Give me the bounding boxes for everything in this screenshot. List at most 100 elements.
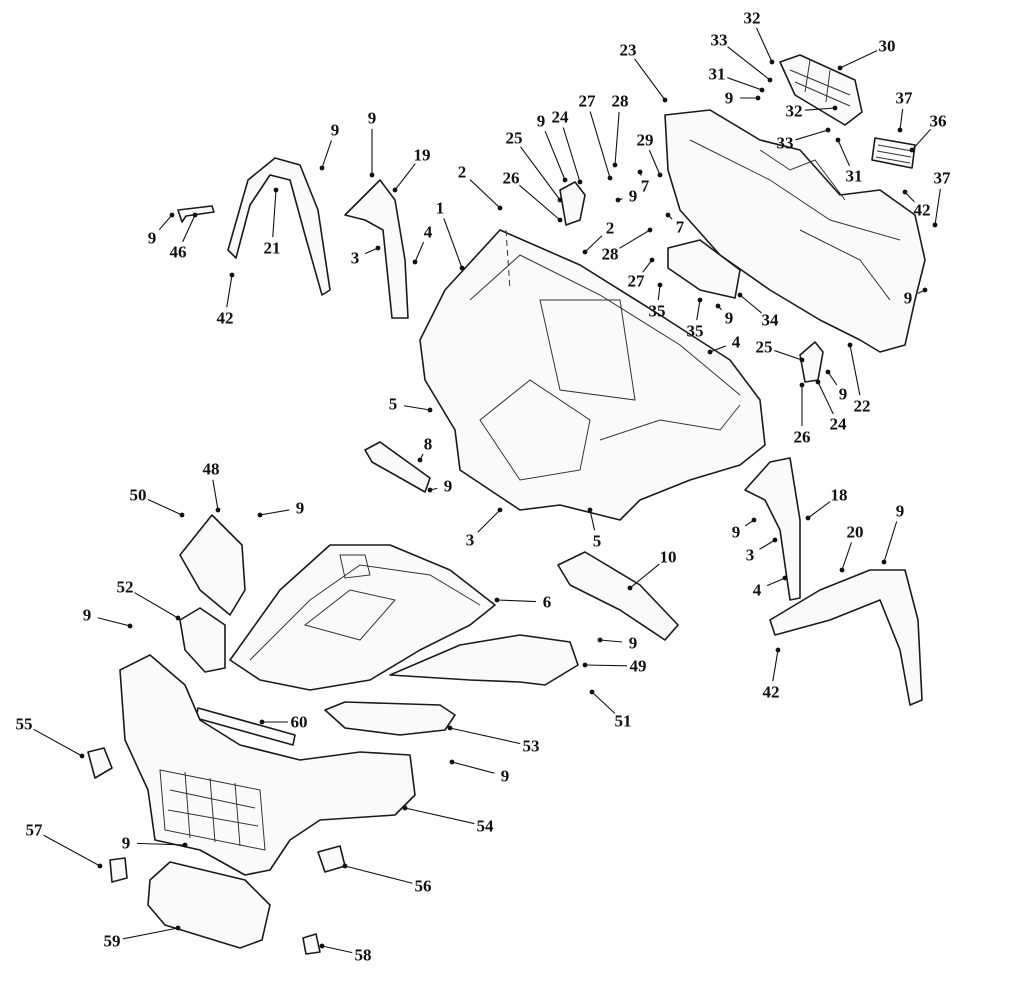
part-right-fender-18 — [744, 457, 801, 601]
part-left-side-panel — [344, 179, 409, 319]
part-front-rack — [779, 54, 863, 126]
callout-33a: 33 — [710, 30, 728, 50]
leader-line-24b — [817, 381, 834, 415]
leader-line-4a — [414, 241, 425, 263]
part-58 — [302, 933, 321, 955]
leader-line-27a — [589, 111, 611, 179]
part-panel-49 — [389, 634, 579, 686]
callout-19: 19 — [413, 145, 431, 165]
leader-line-37a — [899, 108, 904, 131]
callout-9i: 9 — [443, 476, 453, 496]
callout-7b: 7 — [675, 217, 685, 237]
callout-9q: 9 — [903, 288, 913, 308]
part-main-front-body — [419, 229, 766, 521]
callout-48: 48 — [202, 459, 220, 479]
callout-5a: 5 — [388, 394, 398, 414]
leader-line-25b — [774, 350, 803, 361]
leader-line-29 — [648, 149, 661, 176]
part-56 — [317, 845, 346, 873]
callout-55: 55 — [15, 714, 33, 734]
leader-line-23 — [634, 58, 666, 101]
leader-line-10 — [629, 563, 660, 589]
callout-24a: 24 — [551, 107, 569, 127]
leader-line-1 — [443, 218, 463, 269]
callout-50: 50 — [129, 485, 147, 505]
callout-32b: 32 — [785, 101, 803, 121]
callout-26a: 26 — [502, 168, 520, 188]
callout-10: 10 — [659, 547, 677, 567]
part-hood — [229, 544, 496, 691]
callout-25a: 25 — [505, 128, 523, 148]
leader-line-9k — [744, 519, 755, 527]
leader-line-32a — [756, 27, 773, 63]
leader-line-30 — [839, 50, 878, 69]
leader-line-31a — [727, 77, 763, 91]
callout-9b: 9 — [330, 120, 340, 140]
leader-line-9o — [451, 761, 495, 774]
leader-line-59 — [122, 927, 179, 940]
leader-line-28a — [614, 111, 620, 166]
grille-mesh — [159, 769, 266, 851]
leader-line-36 — [911, 128, 932, 151]
callout-2a: 2 — [457, 162, 467, 182]
callout-52: 52 — [116, 577, 134, 597]
part-left-fender — [227, 157, 331, 296]
callout-9g: 9 — [724, 308, 734, 328]
callout-27a: 27 — [578, 91, 596, 111]
leader-line-9g — [717, 305, 722, 311]
callout-56: 56 — [414, 876, 432, 896]
leader-line-42b — [904, 191, 915, 203]
leader-line-9b — [321, 140, 332, 169]
leader-line-3c — [759, 539, 776, 550]
leader-line-57 — [43, 834, 101, 867]
callout-42c: 42 — [762, 682, 780, 702]
leader-line-53 — [449, 727, 521, 745]
callout-57: 57 — [25, 820, 43, 840]
leader-line-25a — [520, 146, 561, 201]
leader-line-9n — [599, 639, 623, 643]
callout-46: 46 — [169, 242, 187, 262]
leader-line-9i — [429, 487, 438, 491]
callout-9d: 9 — [536, 111, 546, 131]
callout-53: 53 — [522, 736, 540, 756]
leader-line-7b — [667, 214, 673, 220]
leader-line-56 — [344, 865, 413, 884]
callout-59: 59 — [103, 931, 121, 951]
part-light-52 — [179, 607, 226, 673]
part-vent-grille — [871, 137, 916, 169]
callout-6: 6 — [542, 592, 552, 612]
leader-line-51 — [591, 691, 616, 714]
leader-line-9d — [544, 130, 566, 181]
leader-line-32b — [804, 107, 836, 111]
callout-9p: 9 — [121, 833, 131, 853]
leader-line-42a — [226, 274, 233, 308]
callout-9f: 9 — [724, 88, 734, 108]
part-skid-plate-59 — [147, 861, 271, 949]
callout-58: 58 — [354, 945, 372, 965]
callout-1: 1 — [435, 198, 445, 218]
callout-49: 49 — [629, 656, 647, 676]
callout-9m: 9 — [82, 605, 92, 625]
callout-34: 34 — [761, 310, 779, 330]
callout-42b: 42 — [913, 200, 931, 220]
leader-line-26a — [518, 184, 561, 221]
part-rear-dash-panel — [664, 109, 926, 353]
callout-25b: 25 — [755, 337, 773, 357]
leader-line-33b — [795, 129, 829, 141]
leader-line-3b — [477, 509, 501, 533]
callout-9l: 9 — [895, 501, 905, 521]
leader-line-9q — [917, 289, 926, 294]
callout-23: 23 — [619, 40, 637, 60]
leader-line-24a — [562, 127, 581, 183]
leader-line-31b — [837, 139, 851, 167]
leader-line-58 — [321, 945, 353, 954]
part-24-25-bracket — [559, 181, 586, 226]
callout-37a: 37 — [895, 88, 913, 108]
leader-line-21 — [272, 189, 277, 238]
part-front-bumper-54 — [119, 654, 416, 876]
leader-line-4b — [709, 345, 726, 353]
part-34 — [667, 239, 741, 299]
callout-35b: 35 — [686, 321, 704, 341]
callout-31b: 31 — [845, 166, 863, 186]
